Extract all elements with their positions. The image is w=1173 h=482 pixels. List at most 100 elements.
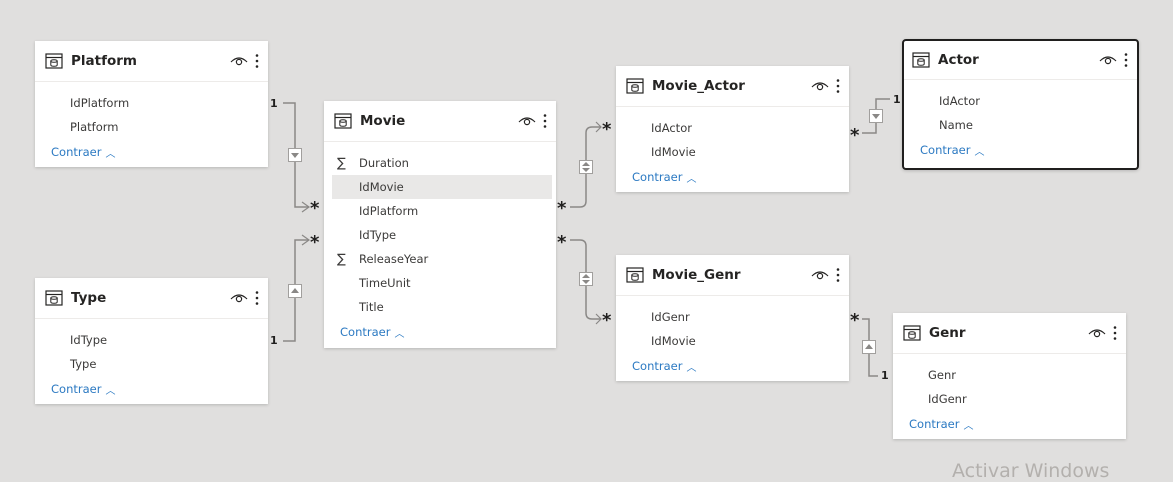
collapse-label: Contraer [340, 325, 391, 339]
collapse-link[interactable]: Contraer︿ [893, 411, 1126, 437]
collapse-link[interactable]: Contraer︿ [35, 376, 268, 402]
visibility-eye-icon[interactable] [1099, 54, 1117, 66]
field-idplatform[interactable]: IdPlatform [70, 96, 130, 110]
cardinality-many-movieactor-right: * [850, 125, 860, 146]
field-idplatform[interactable]: IdPlatform [359, 204, 419, 218]
field-idactor[interactable]: IdActor [651, 121, 692, 135]
table-card-platform[interactable]: Platform IdPlatform Platform Contraer︿ [35, 41, 268, 167]
table-card-movie-actor[interactable]: Movie_Actor IdActor IdMovie Contraer︿ [616, 66, 849, 192]
cardinality-many-movie-platform: * [310, 198, 320, 219]
field-idmovie[interactable]: IdMovie [651, 334, 696, 348]
field-idgenr[interactable]: IdGenr [928, 392, 967, 406]
table-icon [626, 78, 644, 94]
more-options-icon[interactable] [542, 113, 548, 129]
collapse-link[interactable]: Contraer︿ [904, 137, 1137, 163]
cardinality-one-actor: 1 [893, 93, 901, 106]
more-options-icon[interactable] [835, 267, 841, 283]
field-genr[interactable]: Genr [928, 368, 957, 382]
crow-foot-movieactor [595, 121, 602, 133]
table-header[interactable]: Genr [893, 313, 1126, 354]
table-card-genr[interactable]: Genr Genr IdGenr Contraer︿ [893, 313, 1126, 439]
cardinality-many-movie-type: * [310, 232, 320, 253]
collapse-label: Contraer [51, 145, 102, 159]
field-releaseyear[interactable]: ∑ ReleaseYear [324, 247, 556, 271]
visibility-eye-icon[interactable] [1088, 327, 1106, 339]
table-title: Movie_Actor [652, 78, 745, 94]
collapse-link[interactable]: Contraer︿ [324, 319, 556, 345]
visibility-eye-icon[interactable] [230, 292, 248, 304]
visibility-eye-icon[interactable] [811, 80, 829, 92]
more-options-icon[interactable] [1123, 52, 1129, 68]
more-options-icon[interactable] [254, 290, 260, 306]
field-idactor[interactable]: IdActor [939, 94, 980, 108]
filter-direction-actor[interactable] [869, 109, 883, 123]
table-header[interactable]: Actor [904, 41, 1137, 80]
table-title: Genr [929, 325, 966, 341]
more-options-icon[interactable] [1112, 325, 1118, 341]
visibility-eye-icon[interactable] [230, 55, 248, 67]
crow-foot-moviegenr [595, 313, 602, 325]
crow-foot-platform [301, 201, 311, 213]
field-type[interactable]: Type [70, 357, 97, 371]
table-header[interactable]: Movie_Actor [616, 66, 849, 107]
cardinality-one-platform: 1 [270, 97, 278, 110]
table-icon [45, 290, 63, 306]
cardinality-many-movieactor-left: * [602, 119, 612, 140]
field-idmovie[interactable]: IdMovie [651, 145, 696, 159]
field-label: Duration [359, 156, 409, 170]
activation-watermark: Activar Windows [952, 460, 1110, 482]
collapse-link[interactable]: Contraer︿ [35, 139, 268, 165]
field-timeunit[interactable]: TimeUnit [359, 276, 411, 290]
field-idgenr[interactable]: IdGenr [651, 310, 690, 324]
table-header[interactable]: Platform [35, 41, 268, 82]
table-title: Movie_Genr [652, 267, 741, 283]
table-header[interactable]: Movie [324, 101, 556, 142]
table-header[interactable]: Type [35, 278, 268, 319]
filter-direction-moviegenr[interactable] [579, 272, 593, 286]
table-card-type[interactable]: Type IdType Type Contraer︿ [35, 278, 268, 404]
collapse-link[interactable]: Contraer︿ [616, 164, 849, 190]
sigma-icon: ∑ [337, 251, 346, 267]
table-title: Movie [360, 113, 406, 129]
field-idmovie[interactable]: IdMovie [332, 175, 552, 199]
chevron-up-icon: ︿ [974, 146, 985, 158]
field-name[interactable]: Name [939, 118, 973, 132]
chevron-up-icon: ︿ [686, 173, 697, 185]
visibility-eye-icon[interactable] [518, 115, 536, 127]
more-options-icon[interactable] [835, 78, 841, 94]
table-icon [334, 113, 352, 129]
field-platform[interactable]: Platform [70, 120, 119, 134]
cardinality-one-genr: 1 [881, 369, 889, 382]
more-options-icon[interactable] [254, 53, 260, 69]
chevron-up-icon: ︿ [105, 385, 116, 397]
collapse-label: Contraer [909, 417, 960, 431]
chevron-up-icon: ︿ [686, 362, 697, 374]
collapse-link[interactable]: Contraer︿ [616, 353, 849, 379]
cardinality-one-type: 1 [270, 334, 278, 347]
filter-direction-genr[interactable] [862, 340, 876, 354]
collapse-label: Contraer [632, 170, 683, 184]
collapse-label: Contraer [51, 382, 102, 396]
field-duration[interactable]: ∑ Duration [324, 151, 556, 175]
collapse-label: Contraer [920, 143, 971, 157]
table-icon [903, 325, 921, 341]
table-header[interactable]: Movie_Genr [616, 255, 849, 296]
collapse-label: Contraer [632, 359, 683, 373]
table-card-actor[interactable]: Actor IdActor Name Contraer︿ [902, 39, 1139, 170]
filter-direction-type[interactable] [288, 284, 302, 298]
chevron-up-icon: ︿ [105, 148, 116, 160]
filter-direction-movieactor[interactable] [579, 160, 593, 174]
field-idtype[interactable]: IdType [359, 228, 397, 242]
table-card-movie-genr[interactable]: Movie_Genr IdGenr IdMovie Contraer︿ [616, 255, 849, 381]
crow-foot-type [301, 234, 311, 246]
visibility-eye-icon[interactable] [811, 269, 829, 281]
cardinality-many-movie-genr-side: * [557, 232, 567, 253]
field-title[interactable]: Title [359, 300, 384, 314]
sigma-icon: ∑ [337, 155, 346, 171]
table-card-movie[interactable]: Movie ∑ Duration IdMovie IdPlatform IdTyp… [324, 101, 556, 348]
table-icon [45, 53, 63, 69]
filter-direction-platform[interactable] [288, 148, 302, 162]
field-idtype[interactable]: IdType [70, 333, 108, 347]
cardinality-many-movie-actor-side: * [557, 198, 567, 219]
field-label: ReleaseYear [359, 252, 429, 266]
